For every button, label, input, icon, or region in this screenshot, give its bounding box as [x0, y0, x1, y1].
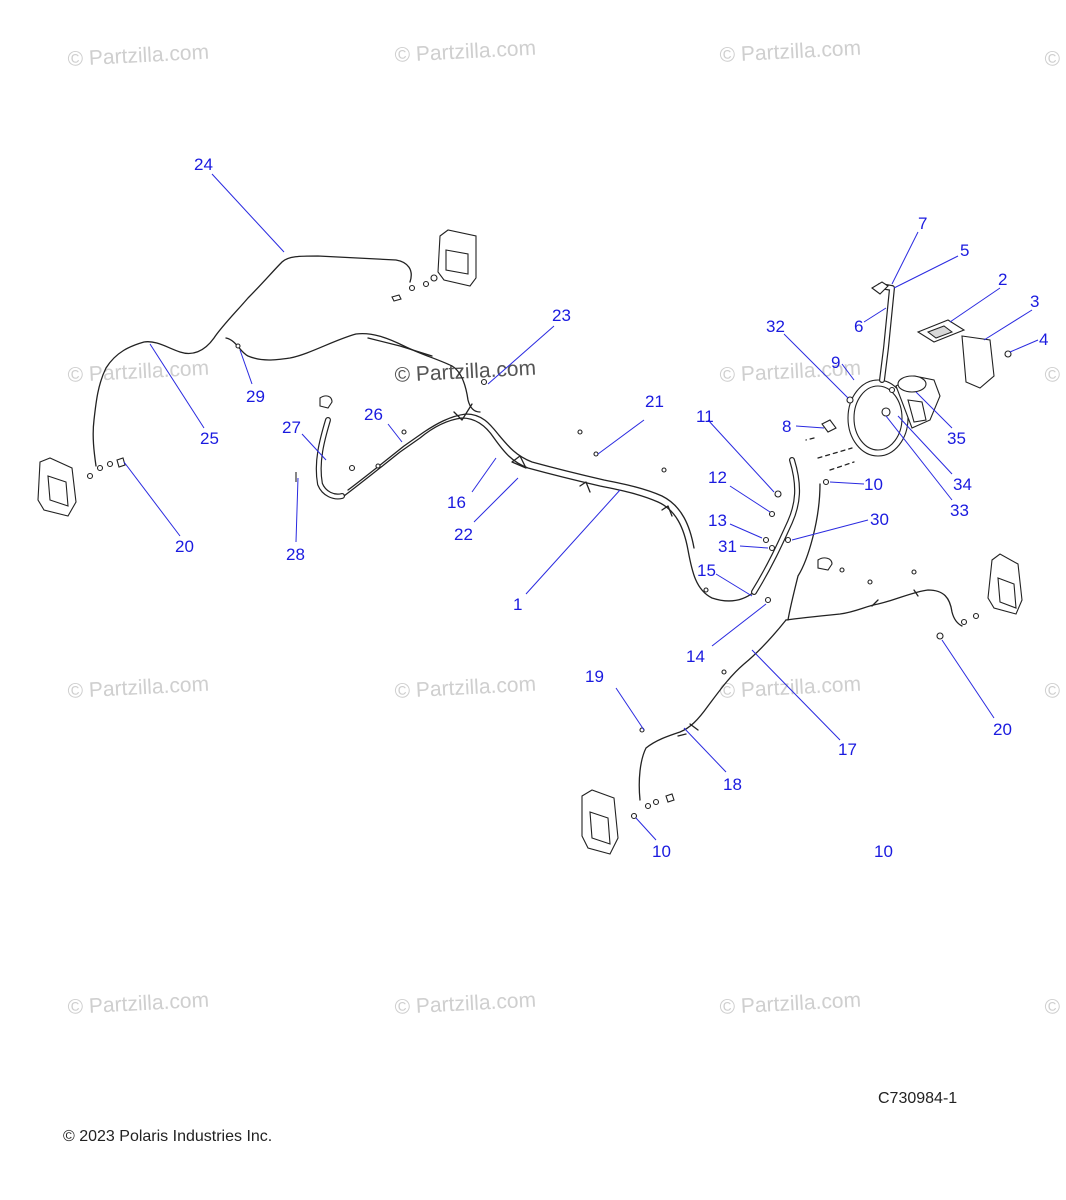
callout-29[interactable]: 29	[246, 387, 265, 406]
callout-16[interactable]: 16	[447, 493, 466, 512]
brake-line-center	[343, 417, 755, 602]
callout-20[interactable]: 20	[175, 537, 194, 556]
watermark-text: © Partzilla.com	[394, 37, 537, 67]
bracket-3	[961, 335, 995, 389]
callout-33[interactable]: 33	[950, 501, 969, 520]
callout-2[interactable]: 2	[998, 270, 1007, 289]
hose-master-cylinder	[751, 457, 801, 595]
callout-34[interactable]: 34	[953, 475, 972, 494]
callout-21[interactable]: 21	[645, 392, 664, 411]
watermark-text: © Partzilla.com	[67, 989, 210, 1019]
callout-6[interactable]: 6	[854, 317, 863, 336]
callout-leaders	[123, 173, 1039, 841]
watermark-text: © Partzilla.com	[1044, 673, 1066, 703]
callout-30[interactable]: 30	[870, 510, 889, 529]
master-cylinder	[821, 375, 941, 457]
callout-24[interactable]: 24	[194, 155, 213, 174]
callout-9[interactable]: 9	[831, 353, 840, 372]
callout-23[interactable]: 23	[552, 306, 571, 325]
watermark-text: © Partzilla.com	[67, 41, 210, 71]
brake-line-rear-upper	[92, 255, 412, 467]
callout-14[interactable]: 14	[686, 647, 705, 666]
callout-4[interactable]: 4	[1039, 330, 1048, 349]
copyright-notice: © 2023 Polaris Industries Inc.	[63, 1128, 273, 1145]
caliper-front-left	[37, 457, 126, 517]
callout-10[interactable]: 10	[652, 842, 671, 861]
watermark-text: © Partzilla.com	[394, 357, 537, 387]
watermark-text: © Partzilla.com	[1044, 41, 1066, 71]
callout-25[interactable]: 25	[200, 429, 219, 448]
watermark-text: © Partzilla.com	[1044, 357, 1066, 387]
caliper-rear-right	[581, 789, 675, 855]
callout-27[interactable]: 27	[282, 418, 301, 437]
parts-art	[37, 229, 1023, 855]
callout-8[interactable]: 8	[782, 417, 791, 436]
callout-5[interactable]: 5	[960, 241, 969, 260]
callout-17[interactable]: 17	[838, 740, 857, 759]
callout-18[interactable]: 18	[723, 775, 742, 794]
callout-1[interactable]: 1	[513, 595, 522, 614]
callout-labels: 1234567891010101112131415161718192020212…	[175, 155, 1048, 861]
callout-35[interactable]: 35	[947, 429, 966, 448]
callout-26[interactable]: 26	[364, 405, 383, 424]
watermark-text: © Partzilla.com	[67, 673, 210, 703]
watermark-text: © Partzilla.com	[394, 989, 537, 1019]
watermark-text: © Partzilla.com	[394, 673, 537, 703]
callout-12[interactable]: 12	[708, 468, 727, 487]
callout-7[interactable]: 7	[918, 214, 927, 233]
watermark-text: © Partzilla.com	[719, 673, 862, 703]
callout-11[interactable]: 11	[696, 407, 714, 426]
caliper-front-right	[936, 553, 1023, 640]
watermark-text: © Partzilla.com	[67, 357, 210, 387]
callout-20[interactable]: 20	[993, 720, 1012, 739]
callout-28[interactable]: 28	[286, 545, 305, 564]
brake-line-front	[785, 589, 963, 627]
callout-13[interactable]: 13	[708, 511, 727, 530]
callout-32[interactable]: 32	[766, 317, 785, 336]
watermark-text: © Partzilla.com	[1044, 989, 1066, 1019]
watermark-text: © Partzilla.com	[719, 37, 862, 67]
caliper-rear-left	[391, 229, 477, 302]
callout-31[interactable]: 31	[718, 537, 737, 556]
callout-19[interactable]: 19	[585, 667, 604, 686]
watermark-text: © Partzilla.com	[719, 989, 862, 1019]
callout-3[interactable]: 3	[1030, 292, 1039, 311]
callout-10[interactable]: 10	[874, 842, 893, 861]
callout-10[interactable]: 10	[864, 475, 883, 494]
callout-22[interactable]: 22	[454, 525, 473, 544]
drawing-number: C730984-1	[878, 1090, 958, 1107]
watermark-layer: © Partzilla.com © Partzilla.com © Partzill…	[67, 37, 1066, 1019]
callout-15[interactable]: 15	[697, 561, 716, 580]
